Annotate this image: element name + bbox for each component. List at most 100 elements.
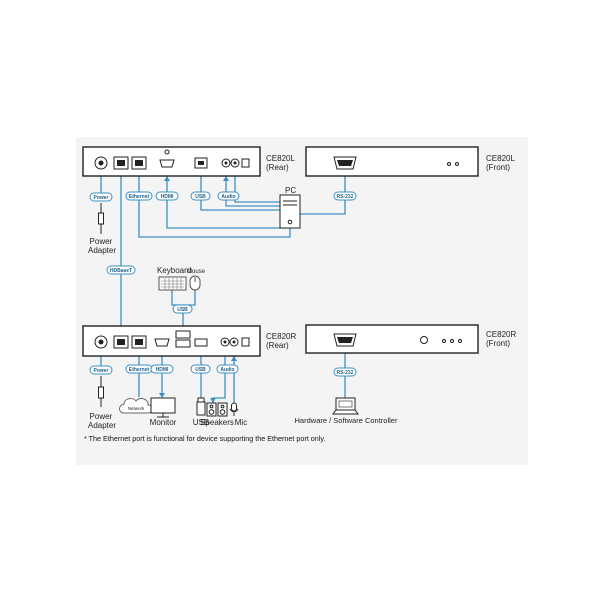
hdbaset-port-inner-icon <box>117 160 125 166</box>
badge-power-r-pill <box>89 365 113 375</box>
ce820l-rear-label: CE820L (Rear) <box>266 154 297 172</box>
badge-ethernet-r-text: Ethernet <box>129 367 150 373</box>
hdmi-port-icon <box>159 159 175 168</box>
power-adapter-l-label: Power Adapter <box>88 237 116 255</box>
badge-power-l: Power <box>89 192 113 202</box>
arrow-hdmi-l <box>164 176 170 181</box>
badge-usb-kbd: USB <box>172 304 193 314</box>
audio-jack-1-core-icon <box>224 161 228 165</box>
dip-switch-r-icon <box>241 337 250 347</box>
arrow-speaker <box>210 398 216 403</box>
cable-ethernet-l <box>138 176 291 238</box>
badge-audio-l-pill <box>217 191 240 201</box>
cable-usb-l <box>200 176 280 211</box>
hdbaset-port-r-inner-icon <box>117 339 125 345</box>
monitor-icon <box>150 397 176 418</box>
mouse-body-icon <box>189 275 201 291</box>
cable-kbd-mouse <box>171 290 196 306</box>
badge-rs232-r-text: RS-232 <box>337 370 354 376</box>
usb-a-port-3-icon <box>194 338 208 347</box>
badge-ethernet-r: Ethernet <box>125 364 153 374</box>
mic-holder-icon <box>229 408 239 413</box>
badge-usb-kbd-pill <box>172 304 193 314</box>
audio-jack-r2-core-icon <box>232 340 236 344</box>
front-button-icon <box>420 336 428 344</box>
speaker-right-tweeter-icon <box>220 404 225 409</box>
badge-audio-r: Audio <box>216 364 239 374</box>
ce820r-front-label: CE820R (Front) <box>486 330 518 348</box>
speaker-right-woofer-icon <box>219 409 226 415</box>
ce820r-front-label-line1: CE820R <box>486 330 516 339</box>
arrow-hdmi-r <box>159 393 165 398</box>
led-2-icon <box>455 162 459 166</box>
ce820l-rear-label-line1: CE820L <box>266 154 295 163</box>
controller-base-icon <box>332 409 359 415</box>
badge-audio-l: Audio <box>217 191 240 201</box>
led-r1-icon <box>442 339 446 343</box>
usb-a-port-1-icon <box>175 330 191 339</box>
screw-icon <box>164 149 170 155</box>
audio-jack-r1-core-icon <box>223 340 227 344</box>
badge-power-l-pill <box>89 192 113 202</box>
badge-usb-kbd-text: USB <box>177 307 188 313</box>
mic-head-icon <box>231 402 237 412</box>
controller-label: Hardware / Software Controller <box>295 416 398 425</box>
cable-audio-l1 <box>225 176 280 207</box>
pc-power-icon <box>287 219 293 225</box>
keyboard-label: Keyboard <box>157 266 191 275</box>
badge-usb-r-pill <box>190 364 211 374</box>
mouse-icon <box>189 275 201 291</box>
arrow-mic <box>231 356 237 361</box>
led-r2-icon <box>450 339 454 343</box>
badge-rs232-r-pill <box>333 367 357 377</box>
badge-rs232-l-pill <box>333 191 357 201</box>
badge-rs232-l-text: RS-232 <box>337 194 354 200</box>
badge-audio-r-pill <box>216 364 239 374</box>
keyboard-icon <box>158 276 187 291</box>
badge-power-r-text: Power <box>93 368 108 374</box>
monitor-screen-icon <box>150 397 176 414</box>
arrow-audio-l <box>223 176 229 181</box>
footnote: * The Ethernet port is functional for de… <box>84 434 326 443</box>
keyboard-keys-icon <box>161 278 184 289</box>
badge-audio-l-text: Audio <box>221 194 235 200</box>
cable-rs232-l <box>300 176 346 215</box>
ce820r-rear-label: CE820R (Rear) <box>266 332 298 350</box>
power-adapter-r-line1: Power <box>90 412 113 421</box>
power-adapter-r-label: Power Adapter <box>88 412 116 430</box>
badge-power-r: Power <box>89 365 113 375</box>
pc-case-icon <box>279 194 301 229</box>
ce820r-front-chassis <box>305 324 479 354</box>
cable-audio-r1 <box>212 356 226 403</box>
badge-hdmi-l-pill <box>155 191 179 201</box>
power-adapter-r-line2: Adapter <box>88 421 116 430</box>
pc-tower-icon <box>279 194 301 229</box>
power-adapter-l-icon <box>98 203 104 234</box>
badge-audio-r-text: Audio <box>220 367 234 373</box>
badge-hdmi-r-text: HDMI <box>156 367 169 373</box>
led-1-icon <box>447 162 451 166</box>
power-adapter-r-icon <box>98 376 104 407</box>
ce820l-rear-unit <box>82 146 261 177</box>
power-adapter-l-line1: Power <box>90 237 113 246</box>
badge-ethernet-l-pill <box>125 191 153 201</box>
badge-hdmi-l: HDMI <box>155 191 179 201</box>
controller-icon <box>332 397 359 415</box>
speakers-icon <box>206 402 228 417</box>
ce820r-rear-label-line2: (Rear) <box>266 341 289 350</box>
ce820l-rear-label-line2: (Rear) <box>266 163 289 172</box>
audio-jack-2-core-icon <box>233 161 237 165</box>
dip-switch-icon <box>241 158 250 168</box>
usb-device-label: USB <box>193 418 209 427</box>
mic-label: Mic <box>235 418 247 427</box>
usb-a-port-2-icon <box>175 339 191 348</box>
mouse-label: Mouse <box>187 269 206 275</box>
usb-stick-icon <box>196 397 206 416</box>
badge-usb-r: USB <box>190 364 211 374</box>
usb-stick-head-icon <box>197 397 205 403</box>
ce820l-front-label-line1: CE820L <box>486 154 515 163</box>
microphone-icon <box>229 402 239 416</box>
badge-ethernet-l: Ethernet <box>125 191 153 201</box>
badge-ethernet-l-text: Ethernet <box>129 194 150 200</box>
